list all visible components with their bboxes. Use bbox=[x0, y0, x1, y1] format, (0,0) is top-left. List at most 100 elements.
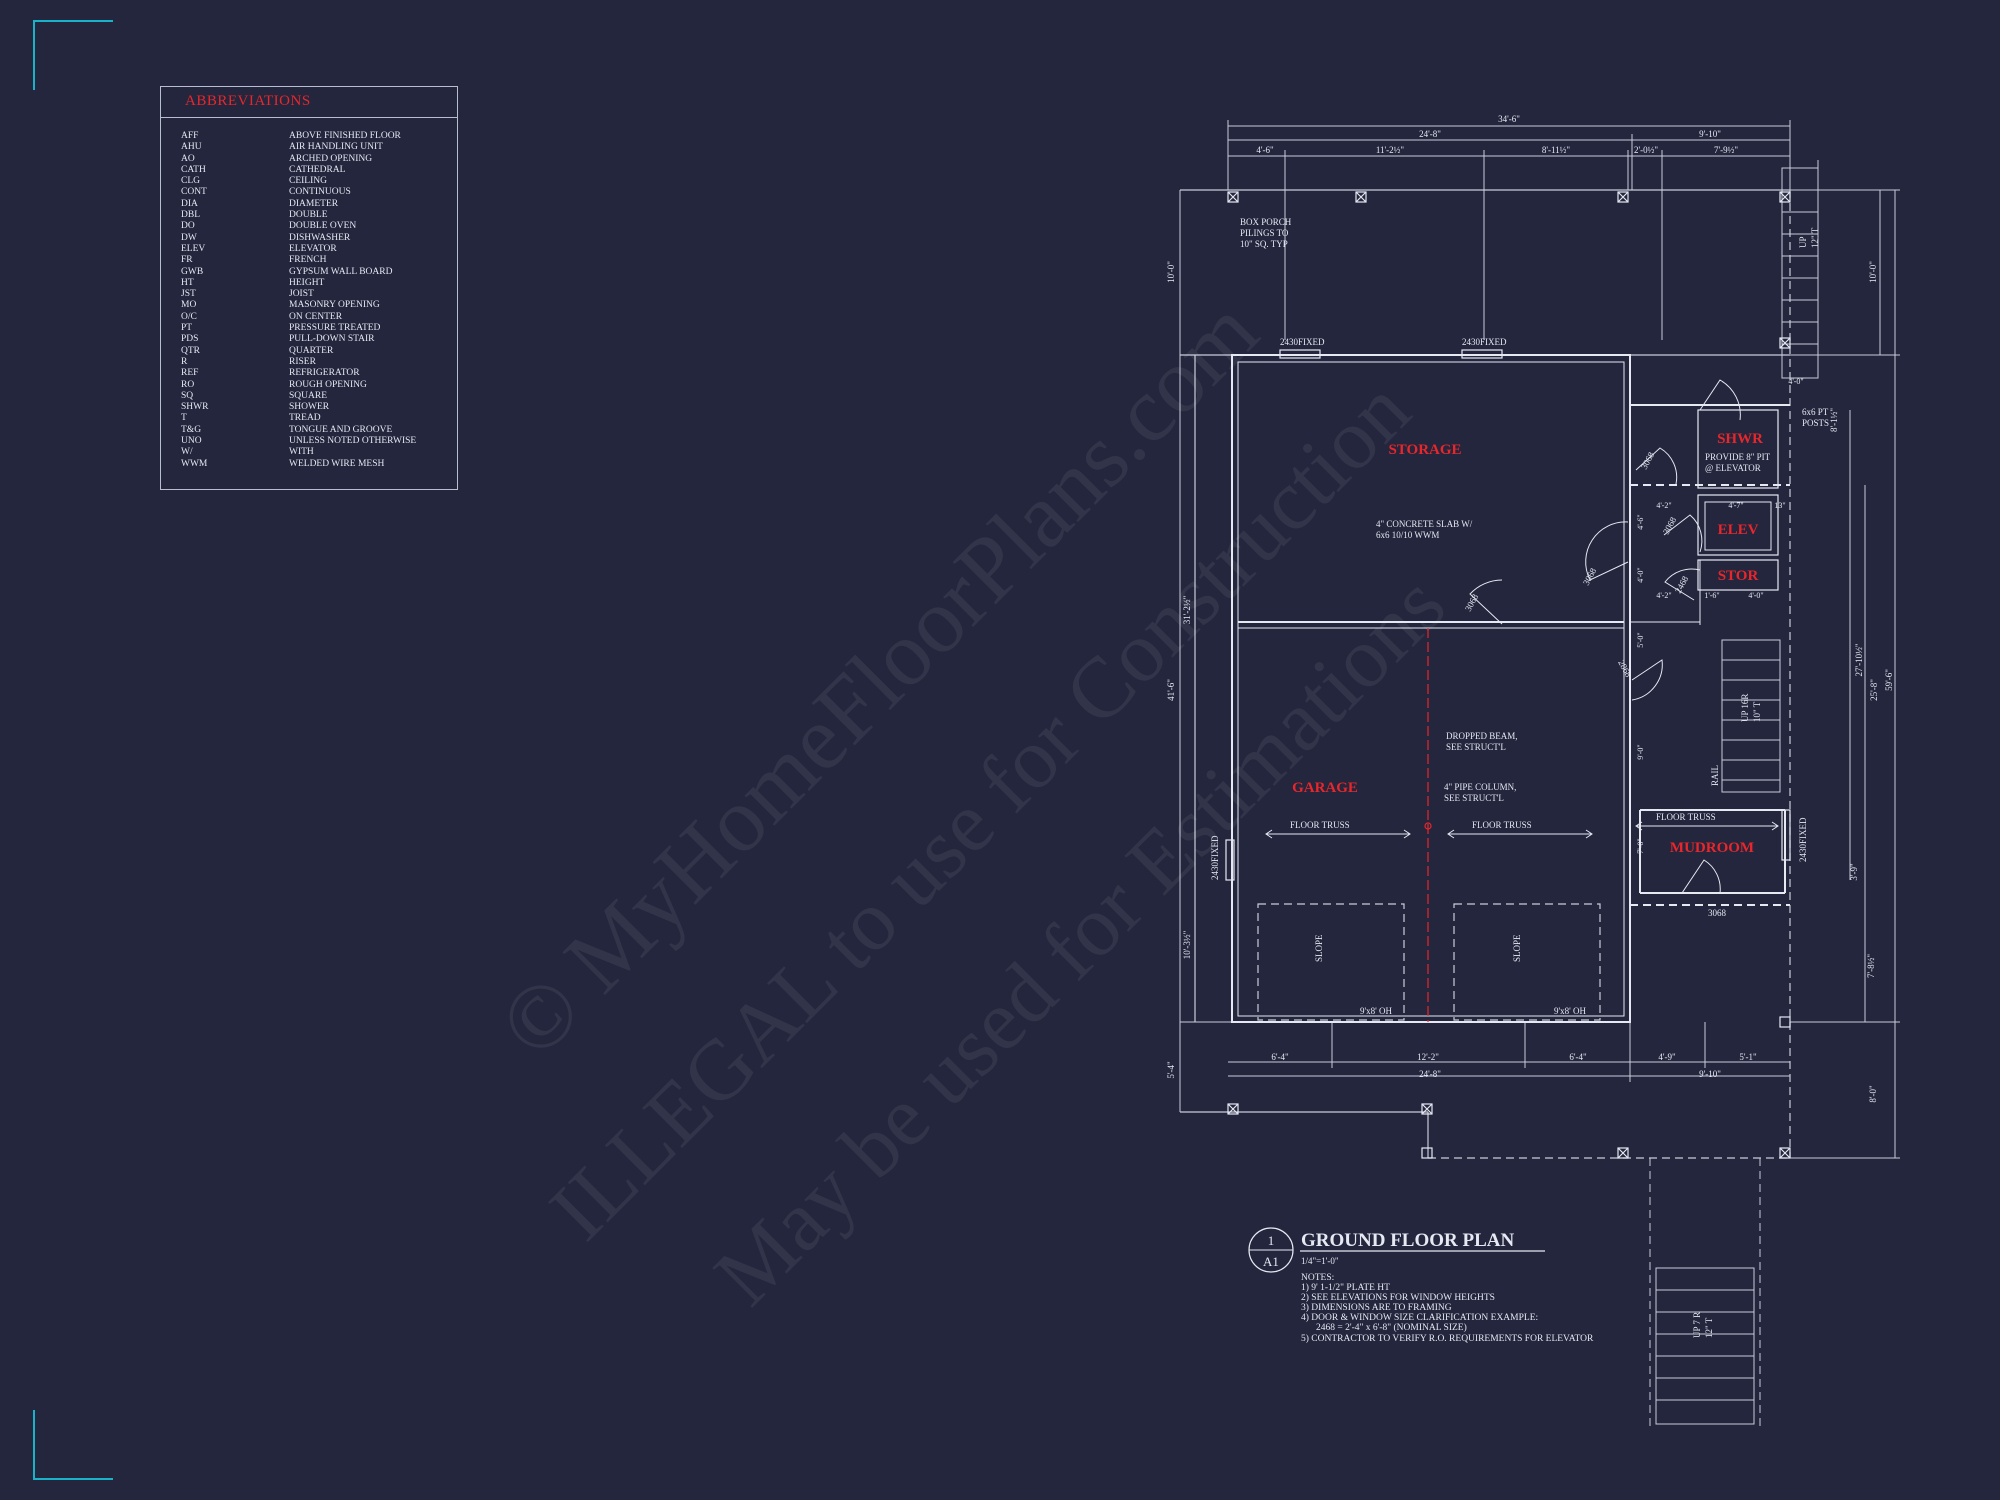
note-line: 2468 = 2'-4" x 6'-8" (NOMINAL SIZE) bbox=[1316, 1322, 1467, 1333]
top-dimension-lines bbox=[1227, 120, 1791, 340]
top-dimension-labels: 34'-6" 24'-8" 9'-10" 4'-6" 11'-2½" 8'-11… bbox=[1256, 114, 1738, 155]
abbreviation-meaning: HEIGHT bbox=[289, 277, 325, 288]
callout-stair-interior-2: 10" T bbox=[1752, 701, 1762, 722]
side-dimension-lines bbox=[1179, 189, 1900, 1159]
abbreviation-code: WWM bbox=[181, 458, 208, 469]
abbreviation-meaning: REFRIGERATOR bbox=[289, 368, 360, 379]
abbreviation-row: REF REFRIGERATOR bbox=[181, 368, 441, 379]
abbreviation-row: ELEV ELEVATOR bbox=[181, 244, 441, 255]
note-line: NOTES: bbox=[1301, 1273, 1334, 1283]
abbreviation-code: REF bbox=[181, 368, 199, 379]
abbreviation-meaning: DISHWASHER bbox=[289, 232, 351, 243]
abbreviation-meaning: UNLESS NOTED OTHERWISE bbox=[289, 436, 417, 447]
abbreviation-meaning: FRENCH bbox=[289, 255, 327, 266]
floor-truss-arrows bbox=[1265, 821, 1779, 839]
abbreviation-code: ELEV bbox=[181, 243, 206, 254]
dim-4-0-vertical: 4'-0" bbox=[1636, 567, 1645, 582]
abbreviation-code: AHU bbox=[181, 142, 202, 153]
abbreviation-code: AO bbox=[181, 153, 195, 164]
abbreviation-meaning: ABOVE FINISHED FLOOR bbox=[289, 131, 401, 141]
interior-stair bbox=[1721, 639, 1781, 793]
note-line: 2) SEE ELEVATIONS FOR WINDOW HEIGHTS bbox=[1301, 1292, 1495, 1303]
abbreviation-code: DBL bbox=[181, 210, 200, 221]
abbreviation-code: PT bbox=[181, 323, 193, 334]
abbreviation-code: SQ bbox=[181, 390, 194, 401]
abbreviation-row: FR FRENCH bbox=[181, 255, 441, 266]
abbreviations-divider bbox=[161, 117, 457, 118]
side-dimension-labels: 10'-0" 41'-6" 31'-2½" 10'-3½" 5'-4" 10'-… bbox=[1166, 261, 1894, 1103]
callout-concrete-slab-1: 4" CONCRETE SLAB W/ bbox=[1376, 519, 1473, 529]
abbreviation-code: R bbox=[181, 356, 188, 367]
dim-top-seg4: 2'-0½" bbox=[1634, 145, 1658, 155]
dim-top-seg5: 7'-9½" bbox=[1714, 145, 1738, 155]
callout-door-3068-e: 3068 bbox=[1708, 908, 1727, 918]
callout-stair-top-1: UP bbox=[1798, 236, 1808, 248]
callout-window-fixed-right: 2430FIXED bbox=[1798, 817, 1808, 862]
abbreviation-code: RO bbox=[181, 379, 195, 390]
callout-stair-top-2: 12" T bbox=[1810, 227, 1820, 248]
abbreviation-meaning: ON CENTER bbox=[289, 311, 343, 322]
room-label-storage: STORAGE bbox=[1388, 442, 1461, 458]
note-line: 5) CONTRACTOR TO VERIFY R.O. REQUIREMENT… bbox=[1301, 1333, 1594, 1344]
abbreviation-meaning: MASONRY OPENING bbox=[289, 300, 380, 311]
plan-callouts: BOX PORCH PILINGS TO 10" SQ. TYP 2430FIX… bbox=[1210, 217, 1829, 1338]
abbreviation-code: JST bbox=[181, 289, 196, 300]
abbreviation-meaning: CONTINUOUS bbox=[289, 187, 351, 198]
dim-right-mid1: 27'-10½" bbox=[1854, 643, 1864, 676]
door-swings bbox=[1469, 379, 1741, 894]
dim-left-upper: 31'-2½" bbox=[1182, 595, 1192, 624]
abbreviation-code: DW bbox=[181, 232, 197, 243]
exterior-stair-top bbox=[1781, 160, 1819, 379]
dim-4-7: 4'-7" bbox=[1728, 501, 1743, 510]
dim-bottom-seg4: 4'-9" bbox=[1658, 1052, 1676, 1062]
dim-top-right: 9'-10" bbox=[1699, 129, 1721, 139]
abbreviation-row: W/WITH bbox=[181, 447, 441, 458]
piling-markers bbox=[1227, 191, 1791, 1159]
callout-dropped-beam-2: SEE STRUCT'L bbox=[1446, 742, 1506, 752]
dim-1-6: 1'-6" bbox=[1704, 591, 1719, 600]
abbreviation-meaning: DOUBLE bbox=[289, 210, 328, 221]
callout-window-fixed-left: 2430FIXED bbox=[1210, 835, 1220, 880]
abbreviation-meaning: ELEVATOR bbox=[289, 243, 337, 254]
dim-top-left: 24'-8" bbox=[1419, 129, 1441, 139]
dim-4-2-b: 4'-2" bbox=[1656, 591, 1671, 600]
plan-sheet: A1 bbox=[1263, 1254, 1279, 1269]
corner-mark-top-left bbox=[33, 20, 113, 90]
note-line: 1) 9' 1-1/2" PLATE HT bbox=[1301, 1282, 1390, 1293]
callout-box-porch-3: 10" SQ. TYP bbox=[1240, 239, 1288, 249]
abbreviation-meaning: WITH bbox=[289, 447, 314, 458]
plan-name: GROUND FLOOR PLAN bbox=[1301, 1230, 1515, 1251]
callout-window-fixed-1: 2430FIXED bbox=[1280, 337, 1325, 347]
abbreviation-code: CATH bbox=[181, 164, 206, 175]
callout-floor-truss-3: FLOOR TRUSS bbox=[1656, 812, 1716, 822]
abbreviation-meaning: DOUBLE OVEN bbox=[289, 221, 357, 232]
dim-top-seg3: 8'-11½" bbox=[1542, 145, 1571, 155]
room-labels: STORAGE GARAGE SHWR ELEV STOR MUDROOM bbox=[1292, 431, 1763, 856]
building-walls bbox=[1231, 354, 1790, 1023]
abbreviation-code: FR bbox=[181, 255, 193, 266]
abbreviation-code: W/ bbox=[181, 447, 193, 458]
dim-left-porch: 10'-0" bbox=[1166, 261, 1176, 283]
exterior-stair-bottom bbox=[1649, 1158, 1761, 1430]
abbreviation-code: UNO bbox=[181, 436, 202, 447]
callout-stair-bottom-2: 12" T bbox=[1704, 1317, 1714, 1338]
callout-pt-posts-1: 6x6 PT bbox=[1802, 407, 1829, 417]
dim-5-0: 5'-0" bbox=[1636, 632, 1645, 647]
abbreviation-code: DIA bbox=[181, 198, 198, 209]
room-label-stor: STOR bbox=[1718, 568, 1759, 584]
abbreviation-code: T bbox=[181, 413, 187, 424]
